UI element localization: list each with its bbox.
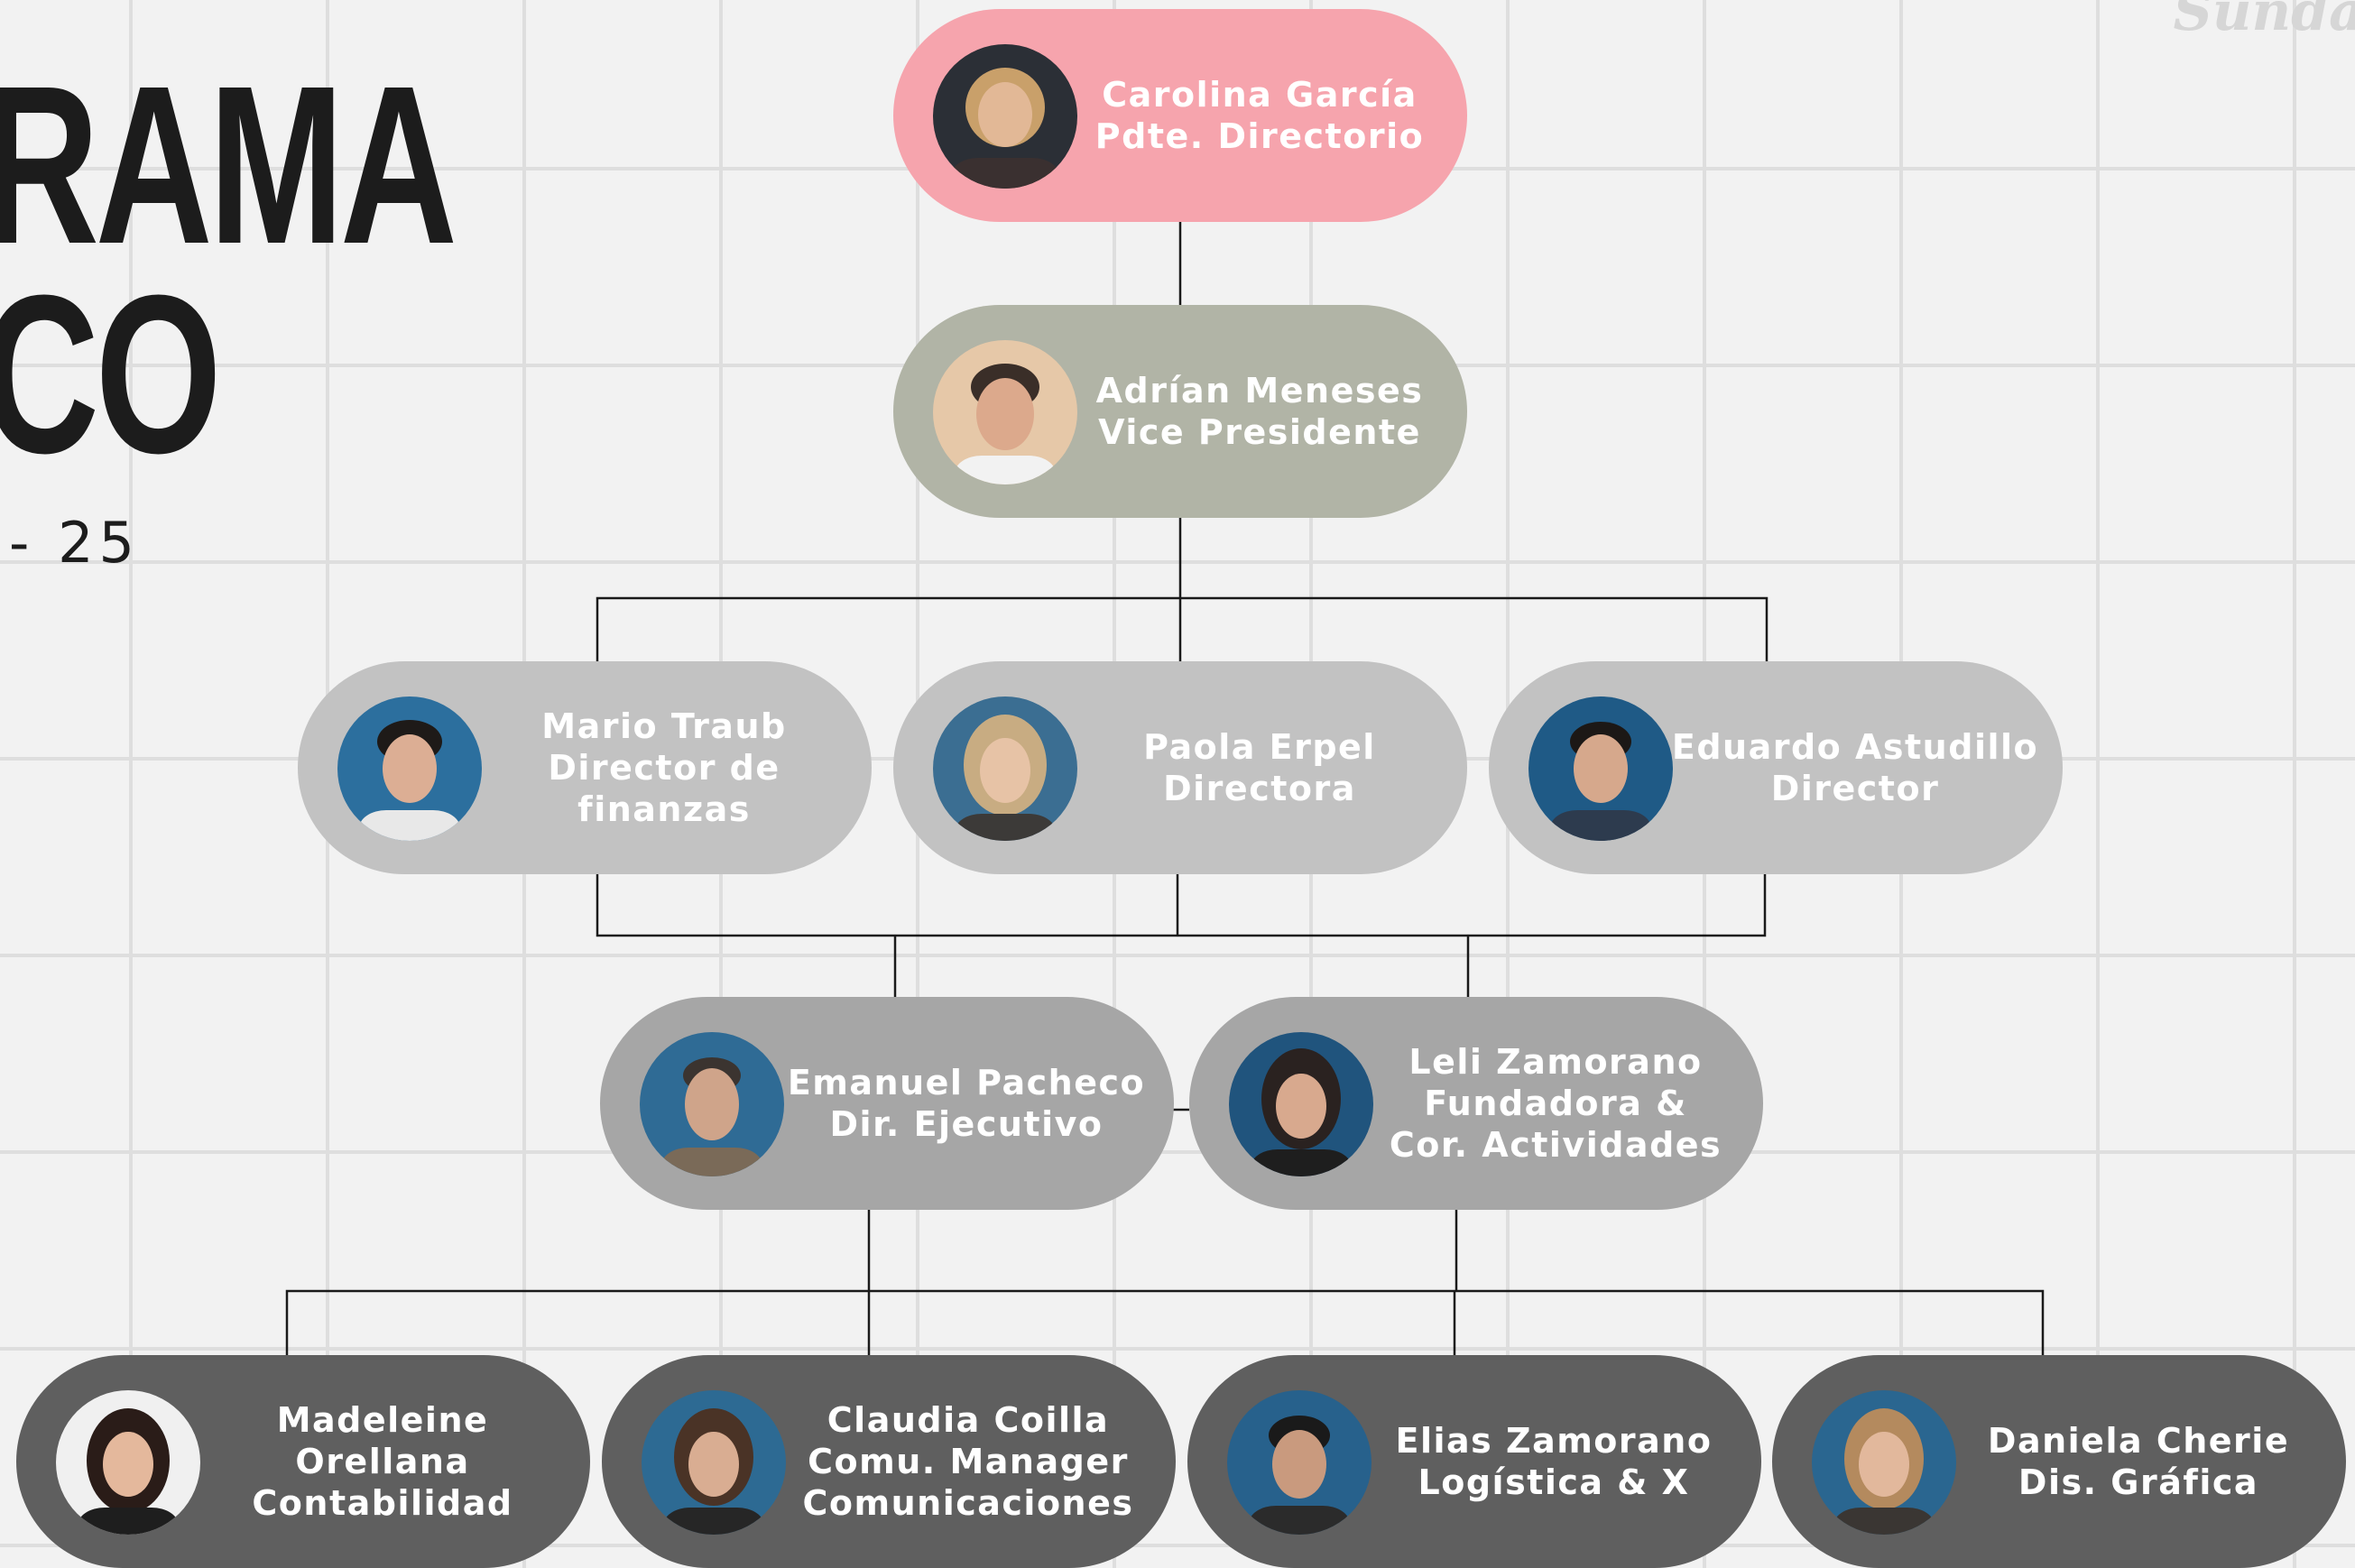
node-role: Contabilidad [252,1483,513,1523]
org-node-claudia[interactable]: Claudia Coilla Comu. Manager Comunicacio… [602,1355,1176,1568]
org-node-paola[interactable]: Paola Erpel Directora [893,661,1467,874]
node-name: Carolina García [1102,75,1418,115]
org-node-elias[interactable]: Elias Zamorano Logística & X [1187,1355,1761,1568]
node-role-cont: Cor. Actividades [1389,1125,1722,1165]
avatar-elias [1227,1390,1371,1535]
avatar-daniela [1812,1390,1956,1535]
node-role: Comu. Manager [808,1442,1129,1481]
period-label: - 25 [9,510,140,576]
node-name: Eduardo Astudillo [1671,727,2039,767]
node-role: Dir. Ejecutivo [829,1104,1104,1144]
node-name: Mario Traub [541,706,787,746]
connector-level4-bus [285,1289,2045,1355]
avatar-emanuel [640,1032,784,1176]
avatar-eduardo [1528,696,1673,841]
avatar-paola [933,696,1077,841]
node-role: Dis. Gráfica [2018,1462,2259,1502]
node-role: Director [1770,769,1940,808]
org-node-adrian[interactable]: Adrían Meneses Vice Presidente [893,305,1467,518]
node-role: Logística & X [1418,1462,1690,1502]
org-node-mario[interactable]: Mario Traub Director de finanzas [298,661,872,874]
node-name: Leli Zamorano [1408,1042,1703,1082]
chart-title-line-1: RAMA [0,39,457,291]
connector-level2-join [596,873,1767,937]
node-role-cont: Comunicaciones [802,1483,1134,1523]
node-role-cont: finanzas [577,789,751,829]
avatar-carolina [933,44,1077,189]
node-role: Vice Presidente [1098,412,1421,452]
node-role: Fundadora & [1424,1084,1687,1123]
node-name: Madeleine [276,1400,489,1440]
avatar-leli [1229,1032,1373,1176]
node-name-cont: Orellana [295,1442,470,1481]
node-role: Director de [548,748,780,788]
connector-level2-bus [596,596,1769,661]
node-name: Paola Erpel [1143,727,1376,767]
node-name: Claudia Coilla [827,1400,1110,1440]
org-node-eduardo[interactable]: Eduardo Astudillo Director [1489,661,2063,874]
node-name: Adrían Meneses [1095,371,1424,410]
org-node-madeleine[interactable]: Madeleine Orellana Contabilidad [16,1355,590,1568]
org-node-emanuel[interactable]: Emanuel Pacheco Dir. Ejecutivo [600,997,1174,1210]
avatar-madeleine [56,1390,200,1535]
node-name: Elias Zamorano [1395,1421,1713,1461]
org-node-leli[interactable]: Leli Zamorano Fundadora & Cor. Actividad… [1189,997,1763,1210]
avatar-adrian [933,340,1077,484]
chart-title-line-2: CO [0,248,222,500]
avatar-claudia [642,1390,786,1535]
org-node-carolina[interactable]: Carolina García Pdte. Directorio [893,9,1467,222]
org-node-daniela[interactable]: Daniela Cherie Dis. Gráfica [1772,1355,2346,1568]
brand-watermark: Sunda [2173,0,2355,43]
node-role: Directora [1163,769,1356,808]
node-name: Emanuel Pacheco [787,1063,1146,1102]
node-role: Pdte. Directorio [1094,116,1425,156]
node-name: Daniela Cherie [1987,1421,2290,1461]
avatar-mario [337,696,482,841]
